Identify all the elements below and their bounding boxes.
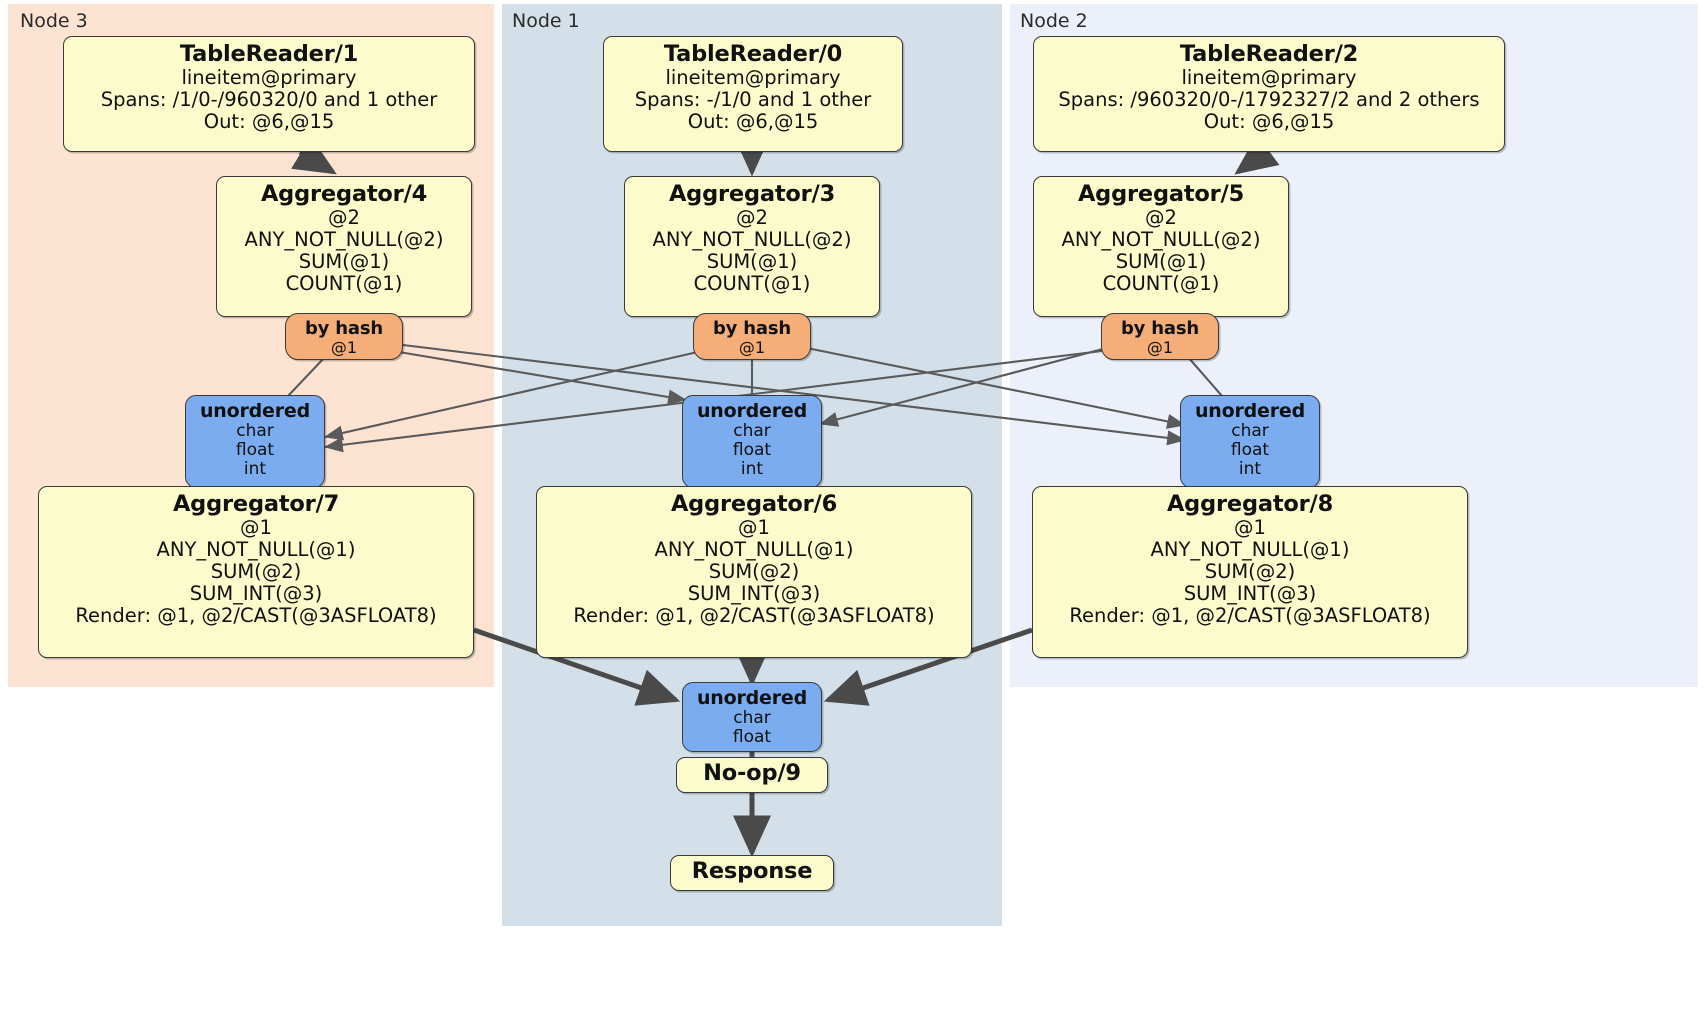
processor-detail-line: Out: @6,@15: [687, 109, 819, 133]
processor-detail-line: @1: [738, 516, 770, 540]
processor-title: TableReader/2: [1179, 41, 1359, 67]
synchronizer-detail-line: char: [733, 421, 771, 442]
processor-detail-line: lineitem@primary: [181, 66, 357, 90]
processor-detail-line: SUM_INT(@3): [687, 581, 821, 605]
processor-detail-line: ANY_NOT_NULL(@1): [1150, 538, 1350, 562]
processor-title: TableReader/1: [179, 41, 359, 67]
synchronizer-unordered-node-3[interactable]: unordered char float int: [185, 395, 325, 488]
processor-title: Aggregator/5: [1077, 181, 1245, 207]
processor-tablereader-1[interactable]: TableReader/1 lineitem@primary Spans: /1…: [63, 36, 475, 152]
processor-aggregator-6[interactable]: Aggregator/6 @1 ANY_NOT_NULL(@1) SUM(@2)…: [536, 486, 972, 658]
processor-aggregator-7[interactable]: Aggregator/7 @1 ANY_NOT_NULL(@1) SUM(@2)…: [38, 486, 474, 658]
synchronizer-detail-line: float: [1230, 440, 1270, 461]
router-title: by hash: [305, 318, 383, 339]
processor-detail-line: Spans: /960320/0-/1792327/2 and 2 others: [1058, 88, 1480, 112]
synchronizer-detail-line: float: [732, 727, 772, 748]
processor-detail-line: Out: @6,@15: [203, 109, 335, 133]
processor-no-op-9[interactable]: No-op/9: [676, 757, 828, 793]
processor-detail-line: ANY_NOT_NULL(@1): [654, 538, 854, 562]
processor-tablereader-2[interactable]: TableReader/2 lineitem@primary Spans: /9…: [1033, 36, 1505, 152]
synchronizer-detail-line: int: [740, 459, 764, 480]
processor-tablereader-0[interactable]: TableReader/0 lineitem@primary Spans: -/…: [603, 36, 903, 152]
router-title: by hash: [1121, 318, 1199, 339]
processor-detail-line: @2: [736, 206, 768, 230]
processor-title: Aggregator/4: [260, 181, 428, 207]
router-detail-line: @1: [330, 338, 358, 358]
router-by-hash-node-2[interactable]: by hash @1: [1101, 313, 1219, 360]
processor-detail-line: SUM(@2): [708, 559, 800, 583]
processor-detail-line: SUM(@2): [210, 559, 302, 583]
processor-detail-line: @2: [1145, 206, 1177, 230]
processor-detail-line: Render: @1, @2/CAST(@3ASFLOAT8): [75, 603, 437, 627]
processor-detail-line: SUM(@1): [1115, 249, 1207, 273]
synchronizer-detail-line: int: [1238, 459, 1262, 480]
processor-aggregator-3[interactable]: Aggregator/3 @2 ANY_NOT_NULL(@2) SUM(@1)…: [624, 176, 880, 317]
processor-detail-line: COUNT(@1): [1102, 271, 1220, 295]
processor-title: Aggregator/3: [668, 181, 836, 207]
synchronizer-title: unordered: [1194, 400, 1306, 422]
processor-detail-line: ANY_NOT_NULL(@2): [244, 228, 444, 252]
processor-detail-line: SUM(@1): [706, 249, 798, 273]
processor-title: Aggregator/7: [172, 491, 340, 517]
router-detail-line: @1: [738, 338, 766, 358]
processor-detail-line: ANY_NOT_NULL(@1): [156, 538, 356, 562]
processor-detail-line: ANY_NOT_NULL(@2): [1061, 228, 1261, 252]
processor-title: Aggregator/8: [1166, 491, 1334, 517]
processor-detail-line: Render: @1, @2/CAST(@3ASFLOAT8): [573, 603, 935, 627]
processor-title: Response: [691, 858, 813, 884]
processor-title: No-op/9: [703, 760, 801, 786]
synchronizer-detail-line: char: [236, 421, 274, 442]
processor-detail-line: SUM_INT(@3): [1183, 581, 1317, 605]
processor-detail-line: SUM(@2): [1204, 559, 1296, 583]
processor-detail-line: lineitem@primary: [665, 66, 841, 90]
synchronizer-detail-line: float: [235, 440, 275, 461]
processor-title: TableReader/0: [663, 41, 843, 67]
processor-detail-line: COUNT(@1): [693, 271, 811, 295]
processor-detail-line: @1: [1234, 516, 1266, 540]
router-by-hash-node-1[interactable]: by hash @1: [693, 313, 811, 360]
processor-detail-line: Out: @6,@15: [1203, 109, 1335, 133]
processor-response[interactable]: Response: [670, 855, 834, 891]
synchronizer-title: unordered: [696, 687, 808, 709]
processor-detail-line: @2: [328, 206, 360, 230]
processor-detail-line: lineitem@primary: [1181, 66, 1357, 90]
cluster-label-node-3: Node 3: [20, 10, 88, 32]
processor-detail-line: Spans: /1/0-/960320/0 and 1 other: [100, 88, 438, 112]
cluster-label-node-1: Node 1: [512, 10, 580, 32]
processor-detail-line: ANY_NOT_NULL(@2): [652, 228, 852, 252]
processor-detail-line: @1: [240, 516, 272, 540]
processor-detail-line: Render: @1, @2/CAST(@3ASFLOAT8): [1069, 603, 1431, 627]
processor-aggregator-8[interactable]: Aggregator/8 @1 ANY_NOT_NULL(@1) SUM(@2)…: [1032, 486, 1468, 658]
synchronizer-unordered-node-2[interactable]: unordered char float int: [1180, 395, 1320, 488]
processor-aggregator-4[interactable]: Aggregator/4 @2 ANY_NOT_NULL(@2) SUM(@1)…: [216, 176, 472, 317]
processor-aggregator-5[interactable]: Aggregator/5 @2 ANY_NOT_NULL(@2) SUM(@1)…: [1033, 176, 1289, 317]
processor-title: Aggregator/6: [670, 491, 838, 517]
processor-detail-line: Spans: -/1/0 and 1 other: [634, 88, 872, 112]
cluster-label-node-2: Node 2: [1020, 10, 1088, 32]
processor-detail-line: SUM(@1): [298, 249, 390, 273]
processor-detail-line: SUM_INT(@3): [189, 581, 323, 605]
router-by-hash-node-3[interactable]: by hash @1: [285, 313, 403, 360]
synchronizer-title: unordered: [696, 400, 808, 422]
synchronizer-title: unordered: [199, 400, 311, 422]
synchronizer-detail-line: char: [733, 708, 771, 729]
router-detail-line: @1: [1146, 338, 1174, 358]
synchronizer-detail-line: float: [732, 440, 772, 461]
synchronizer-unordered-node-1[interactable]: unordered char float int: [682, 395, 822, 488]
synchronizer-unordered-final[interactable]: unordered char float: [682, 682, 822, 752]
synchronizer-detail-line: char: [1231, 421, 1269, 442]
router-title: by hash: [713, 318, 791, 339]
processor-detail-line: COUNT(@1): [285, 271, 403, 295]
synchronizer-detail-line: int: [243, 459, 267, 480]
